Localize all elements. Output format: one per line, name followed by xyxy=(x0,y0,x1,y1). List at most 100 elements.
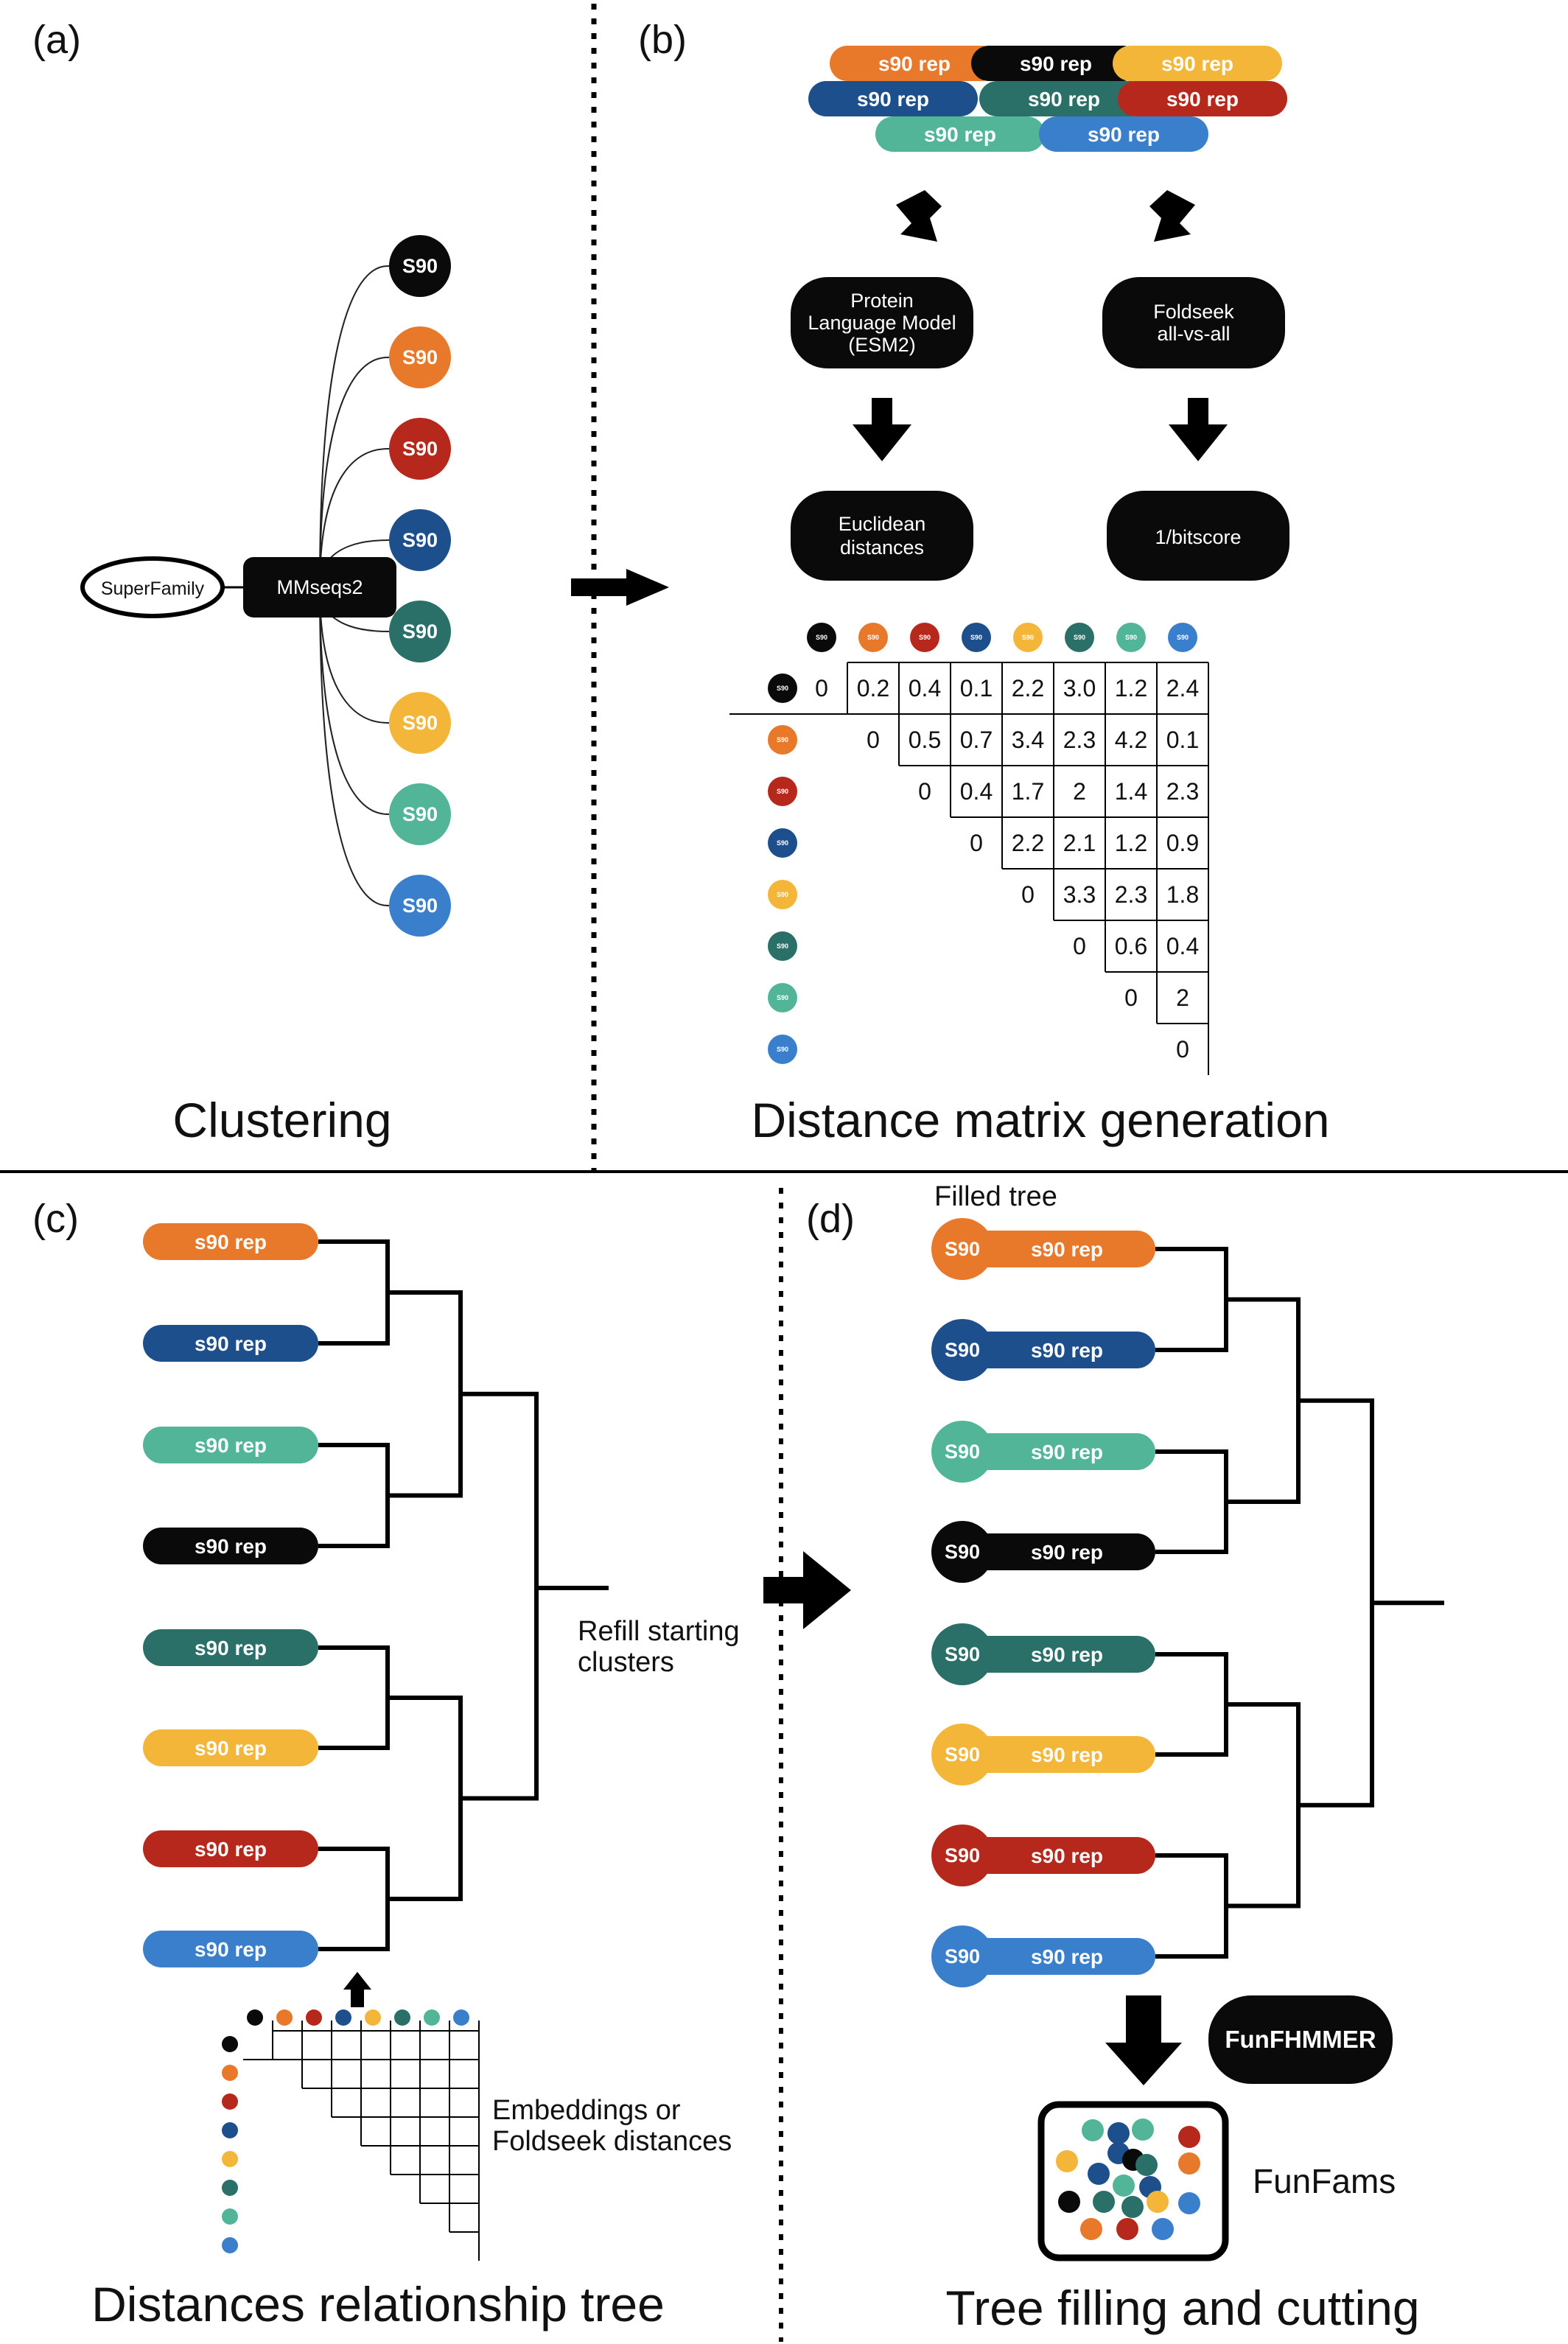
tree-branch xyxy=(1298,1398,1374,1808)
matrix-cell: 2.3 xyxy=(1166,778,1199,805)
tree-leaf-pill xyxy=(143,1528,318,1564)
tree-leaf-pill xyxy=(143,1325,318,1362)
funfam-dot xyxy=(1058,2191,1080,2213)
refill-note-line1: Refill starting xyxy=(578,1616,740,1647)
refill-note-line2: clusters xyxy=(578,1647,674,1678)
rep-bar-label: s90 rep xyxy=(1088,123,1160,146)
matrix-col-header-label: S90 xyxy=(816,634,827,641)
panel-a-title: Clustering xyxy=(172,1093,391,1147)
funfam-dot xyxy=(1113,2175,1135,2197)
s90-node xyxy=(389,783,451,845)
matrix-cell: 0.9 xyxy=(1166,830,1199,856)
tree-leaf-label: s90 rep xyxy=(195,1434,267,1457)
tree-branch xyxy=(1155,1247,1228,1352)
funfam-dot xyxy=(1093,2191,1115,2213)
mini-row-dot xyxy=(222,2036,238,2052)
filled-leaf-node xyxy=(931,1623,993,1685)
mini-col-dot xyxy=(276,2009,293,2026)
mini-col-dot xyxy=(306,2009,322,2026)
matrix-cell: 2 xyxy=(1176,984,1189,1011)
filled-leaf-node-label: S90 xyxy=(945,1541,980,1563)
foldseek-label-line1: Foldseek xyxy=(1153,301,1234,323)
tree-leaf-pill xyxy=(143,1830,318,1867)
funfhmmer-label: FunFHMMER xyxy=(1225,2026,1376,2053)
embed-note-line1: Embeddings or xyxy=(492,2095,681,2126)
matrix-cell: 1.4 xyxy=(1115,778,1147,805)
matrix-cell: 0 xyxy=(867,727,880,753)
matrix-col-header-label: S90 xyxy=(1125,634,1137,641)
mmseqs-edge xyxy=(319,265,390,588)
rep-bar xyxy=(1039,116,1208,152)
matrix-cell: 0.7 xyxy=(960,727,993,753)
filled-leaf-node-label: S90 xyxy=(945,1743,980,1766)
matrix-row-header-label: S90 xyxy=(777,839,788,847)
matrix-cell: 1.7 xyxy=(1012,778,1044,805)
panel-c-letter: (c) xyxy=(32,1197,79,1241)
matrix-col-header-label: S90 xyxy=(1074,634,1085,641)
matrix-cell: 0 xyxy=(1073,933,1086,959)
mmseqs-edge xyxy=(319,587,390,724)
funfam-dot xyxy=(1082,2119,1104,2141)
matrix-row-header-label: S90 xyxy=(777,736,788,744)
arrow-c-to-d xyxy=(763,1551,851,1629)
arrow-down-left-diag xyxy=(896,190,942,242)
funfam-dot xyxy=(1147,2191,1169,2213)
s90-node xyxy=(389,875,451,937)
mini-col-dot xyxy=(453,2009,469,2026)
filled-leaf-label: s90 rep xyxy=(1031,1743,1103,1766)
filled-leaf-node xyxy=(931,1724,993,1785)
matrix-cell: 3.4 xyxy=(1012,727,1044,753)
filled-leaf-node xyxy=(931,1218,993,1280)
mini-row-dot xyxy=(222,2180,238,2196)
s90-node xyxy=(389,326,451,388)
matrix-cell: 0 xyxy=(918,778,931,805)
filled-leaf-node xyxy=(931,1925,993,1987)
panel-c-title: Distances relationship tree xyxy=(91,2277,665,2331)
s90-node xyxy=(389,601,451,662)
mmseqs2-label: MMseqs2 xyxy=(276,576,363,598)
matrix-cell: 3.3 xyxy=(1063,881,1096,908)
mini-col-dot xyxy=(394,2009,410,2026)
filled-leaf-node-label: S90 xyxy=(945,1441,980,1463)
mmseqs-edge xyxy=(319,448,390,588)
filled-leaf-node-label: S90 xyxy=(945,1945,980,1967)
arrow-up-from-matrix xyxy=(343,1972,371,2007)
matrix-cell: 0.4 xyxy=(960,778,993,805)
matrix-cell: 0.1 xyxy=(960,675,993,702)
plm-box xyxy=(791,277,973,368)
s90-node-label: S90 xyxy=(402,895,438,917)
filled-leaf-node-label: S90 xyxy=(945,1844,980,1867)
plm-label-line2: Language Model xyxy=(808,312,956,334)
tree-leaf-label: s90 rep xyxy=(195,1231,267,1253)
filled-leaf-pill xyxy=(962,1231,1155,1267)
matrix-col-header-label: S90 xyxy=(970,634,982,641)
matrix-cell: 2 xyxy=(1073,778,1086,805)
matrix-col-header xyxy=(910,623,939,652)
s90-node-label: S90 xyxy=(402,255,438,277)
tree-branch xyxy=(318,1443,390,1548)
s90-node-label: S90 xyxy=(402,346,438,368)
mmseqs-edge xyxy=(319,357,390,588)
matrix-col-header xyxy=(858,623,888,652)
mmseqs2-box xyxy=(243,557,396,618)
filled-leaf-pill xyxy=(962,1736,1155,1773)
rep-bar xyxy=(1113,46,1282,81)
filled-leaf-label: s90 rep xyxy=(1031,1541,1103,1564)
matrix-cell: 4.2 xyxy=(1115,727,1147,753)
matrix-col-header-label: S90 xyxy=(1022,634,1034,641)
funfam-dot xyxy=(1088,2163,1110,2185)
bitscore-label: 1/bitscore xyxy=(1155,526,1241,548)
s90-node-label: S90 xyxy=(402,712,438,734)
matrix-cell: 0.1 xyxy=(1166,727,1199,753)
panel-a-letter: (a) xyxy=(32,18,81,62)
s90-node xyxy=(389,692,451,754)
rep-bar xyxy=(971,46,1141,81)
filled-leaf-label: s90 rep xyxy=(1031,1844,1103,1867)
matrix-row-header xyxy=(768,931,797,961)
funfam-dot xyxy=(1132,2119,1154,2141)
filled-leaf-node-label: S90 xyxy=(945,1238,980,1260)
tree-branch xyxy=(1155,1652,1228,1757)
filled-leaf-label: s90 rep xyxy=(1031,1339,1103,1362)
filled-leaf-node-label: S90 xyxy=(945,1643,980,1665)
mini-row-dot xyxy=(222,2093,238,2110)
